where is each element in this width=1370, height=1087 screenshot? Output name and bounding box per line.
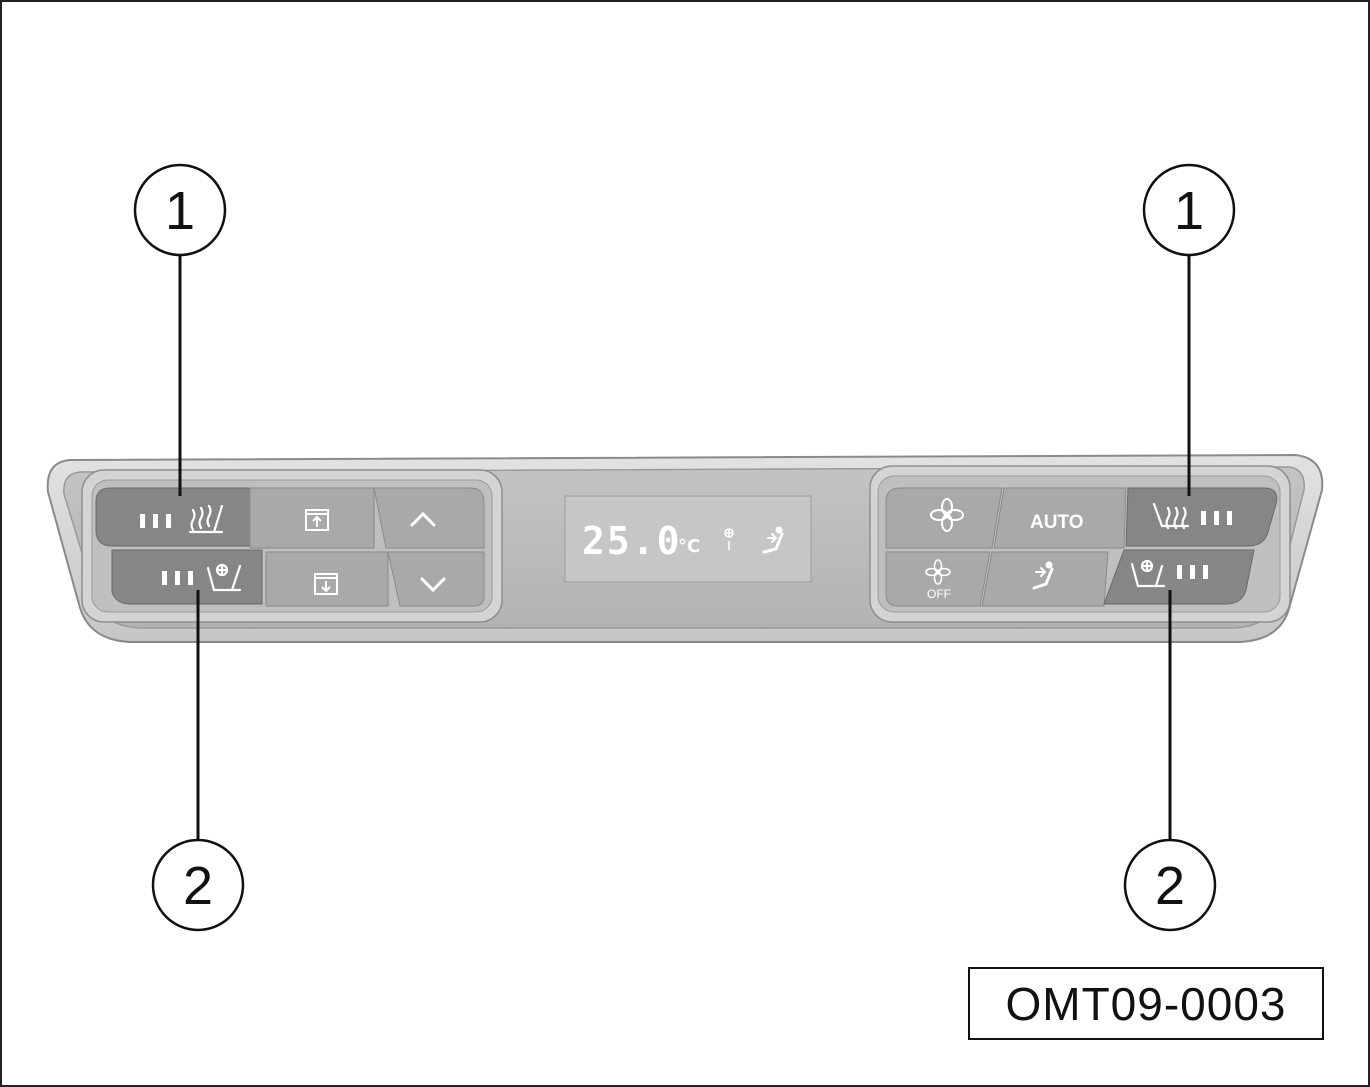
front-defrost-button[interactable] [249, 487, 375, 549]
climate-control-panel: 25.0 °C OFF [46, 453, 1324, 643]
callout-right-top: 1 [1142, 163, 1236, 496]
defrost-down-icon [314, 573, 338, 595]
temperature-up-button[interactable] [373, 487, 485, 549]
fan-speed-button[interactable] [885, 487, 1003, 549]
left-ventilated-seat-button[interactable] [111, 549, 263, 605]
figure-code: OMT09-0003 [1005, 978, 1286, 1030]
rear-defrost-button[interactable] [265, 551, 389, 607]
fan-icon [930, 498, 964, 532]
heat-level-bars [1201, 511, 1232, 525]
ventilated-seat-icon [1130, 559, 1166, 588]
ventilated-seat-icon [206, 563, 242, 592]
callout-right-bottom: 2 [1123, 590, 1217, 932]
heated-seat-icon [1152, 502, 1190, 530]
air-direction-button[interactable] [981, 551, 1109, 607]
temperature-unit: °C [678, 536, 700, 557]
temperature-down-button[interactable] [387, 551, 485, 607]
vent-level-bars [1177, 565, 1208, 579]
chevron-up-icon [410, 511, 436, 527]
callout-left-bottom: 2 [151, 590, 245, 932]
temperature-display: 25.0 °C [564, 495, 812, 583]
callout-number: 1 [1174, 181, 1204, 241]
left-heated-seat-button[interactable] [95, 487, 263, 547]
temperature-readout: 25.0 [582, 519, 682, 563]
chevron-down-icon [420, 577, 446, 593]
defrost-up-icon [305, 509, 329, 531]
fan-off-icon [925, 559, 951, 585]
display-fan-icon [724, 528, 734, 550]
air-direction-icon [1032, 561, 1054, 590]
callout-number: 2 [183, 856, 213, 916]
right-heated-seat-button[interactable] [1125, 487, 1278, 547]
fan-off-label: OFF [927, 587, 951, 601]
auto-button[interactable]: AUTO [993, 487, 1127, 549]
auto-label: AUTO [1030, 512, 1083, 533]
figure-code-box: OMT09-0003 [968, 967, 1324, 1040]
right-ventilated-seat-button[interactable] [1103, 549, 1255, 605]
callout-number: 2 [1155, 856, 1185, 916]
heated-seat-icon [188, 504, 224, 534]
vent-level-bars [162, 571, 193, 585]
heat-level-bars [140, 514, 171, 528]
callout-left-top: 1 [133, 163, 227, 496]
display-air-direction-icon [762, 526, 784, 554]
callout-number: 1 [165, 181, 195, 241]
fan-off-button[interactable]: OFF [885, 551, 991, 607]
